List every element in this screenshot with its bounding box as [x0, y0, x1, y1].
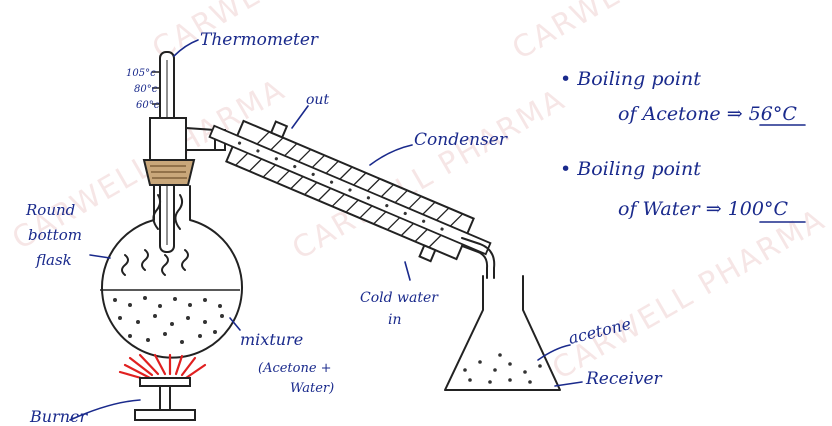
watermark: CARWELL PHARMA — [547, 202, 832, 387]
label-mixture-detail-1: (Acetone + — [258, 361, 332, 376]
cork — [144, 160, 194, 185]
label-temp-80: 80°c — [134, 84, 158, 95]
label-round: Round — [25, 201, 75, 219]
condenser — [199, 100, 502, 280]
label-temp-60: 60°c — [136, 100, 160, 111]
note-water-line1: • Boiling point — [560, 158, 701, 180]
label-receiver: Receiver — [585, 369, 663, 389]
label-condenser: Condenser — [414, 130, 508, 150]
label-out: out — [306, 92, 329, 108]
label-mixture: mixture — [240, 330, 303, 349]
label-flask: flask — [35, 251, 72, 269]
note-acetone-line2: of Acetone ⇒ 56°C — [618, 103, 797, 125]
watermarks: CARWELL PHARMA CARWELL PHARMA CARWELL PH… — [7, 0, 832, 387]
watermark: CARWELL PHARMA — [507, 0, 792, 67]
notes: • Boiling point of Acetone ⇒ 56°C • Boil… — [560, 68, 797, 220]
burner — [70, 378, 195, 420]
label-thermometer: Thermometer — [200, 30, 319, 50]
note-water-value: 100°C — [728, 198, 789, 220]
note-acetone-line1: • Boiling point — [560, 68, 701, 90]
label-cold-water: Cold water — [360, 290, 439, 306]
note-water-line2: of Water ⇒ 100°C — [618, 198, 788, 220]
label-temp-105: 105°c — [126, 68, 156, 79]
note-acetone-value: 56°C — [749, 103, 798, 125]
label-mixture-detail-2: Water) — [290, 381, 334, 396]
receiver-flask — [445, 276, 560, 390]
flame — [120, 355, 205, 380]
label-burner: Burner — [29, 407, 88, 426]
label-bottom: bottom — [28, 226, 82, 244]
label-in: in — [388, 312, 402, 328]
